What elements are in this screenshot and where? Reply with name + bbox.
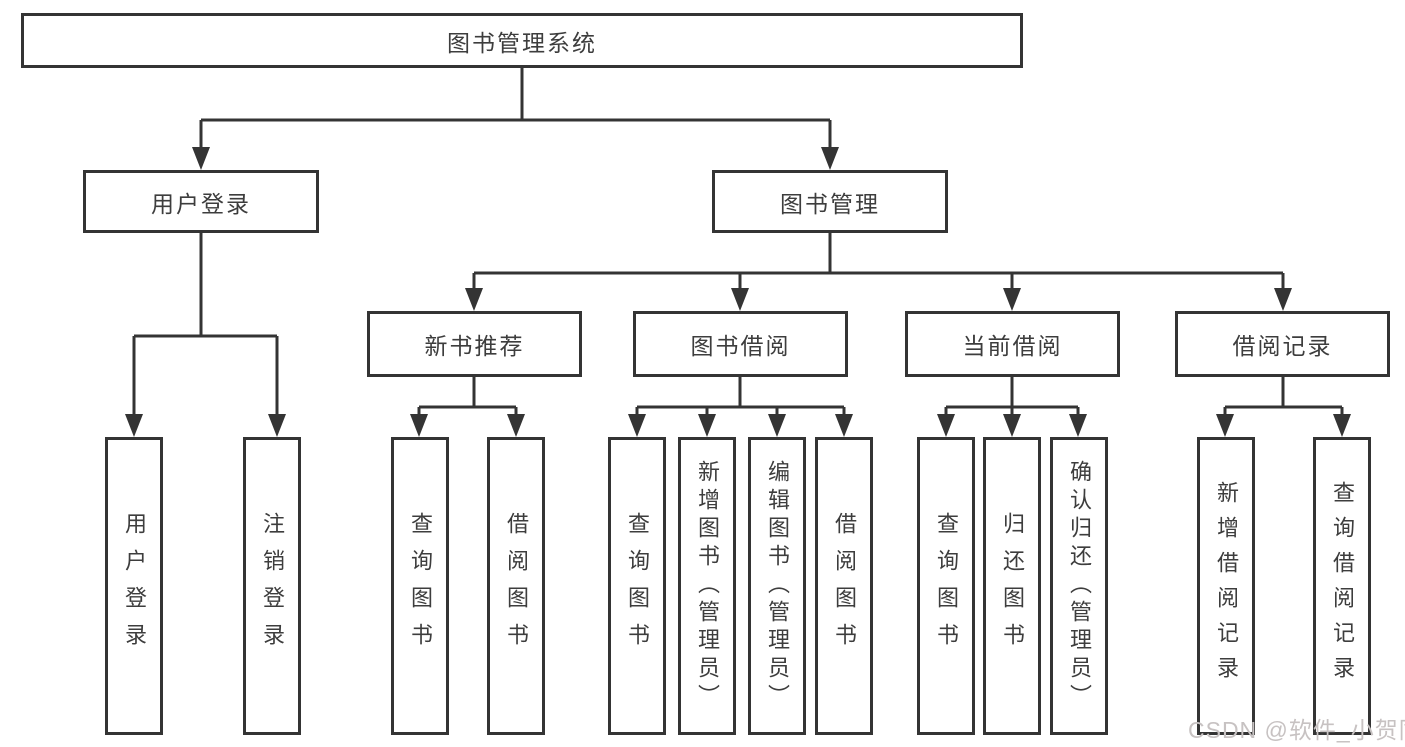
arrowheads (125, 147, 1351, 437)
node-label: 借阅记录 (1232, 333, 1333, 359)
node-book-borrow: 图书借阅 (633, 311, 848, 377)
node-label: 查询借阅记录 (1330, 481, 1355, 691)
leaf-current-query-book: 查询图书 (917, 437, 975, 735)
node-label: 查询图书 (408, 512, 433, 660)
node-label: 新书推荐 (424, 333, 525, 359)
csdn-watermark: CSDN @软件_小贺同学 (1188, 717, 1405, 743)
node-label: 用户登录 (151, 190, 251, 217)
node-label: 借阅图书 (504, 512, 529, 660)
leaf-borrow-query-book: 查询图书 (608, 437, 666, 735)
node-root-system: 图书管理系统 (21, 13, 1023, 68)
leaf-confirm-return-admin: 确认归还（管理员） (1050, 437, 1108, 735)
node-new-book-recommend: 新书推荐 (367, 311, 582, 377)
leaf-query-borrow-record: 查询借阅记录 (1313, 437, 1371, 735)
leaf-user-login: 用户登录 (105, 437, 163, 735)
node-label: 查询图书 (934, 512, 959, 660)
node-label: 新增借阅记录 (1214, 481, 1239, 691)
node-label: 借阅图书 (832, 512, 857, 660)
leaf-borrow-book: 借阅图书 (815, 437, 873, 735)
node-label: 新增图书（管理员） (695, 460, 720, 712)
leaf-add-book-admin: 新增图书（管理员） (678, 437, 736, 735)
node-book-management: 图书管理 (712, 170, 948, 233)
leaf-add-borrow-record: 新增借阅记录 (1197, 437, 1255, 735)
node-label: 用户登录 (122, 512, 147, 660)
leaf-logout: 注销登录 (243, 437, 301, 735)
leaf-edit-book-admin: 编辑图书（管理员） (748, 437, 806, 735)
node-label: 图书借阅 (690, 333, 791, 359)
node-borrow-records: 借阅记录 (1175, 311, 1390, 377)
node-user-login: 用户登录 (83, 170, 319, 233)
leaf-recommend-borrow-book: 借阅图书 (487, 437, 545, 735)
node-label: 图书管理 (780, 190, 880, 217)
leaf-return-book: 归还图书 (983, 437, 1041, 735)
node-label: 编辑图书（管理员） (765, 460, 790, 712)
node-label: 图书管理系统 (447, 29, 597, 56)
node-label: 查询图书 (625, 512, 650, 660)
node-label: 确认归还（管理员） (1067, 460, 1092, 712)
leaf-recommend-query-book: 查询图书 (391, 437, 449, 735)
node-label: 当前借阅 (962, 333, 1063, 359)
node-current-borrow: 当前借阅 (905, 311, 1120, 377)
node-label: 注销登录 (260, 512, 285, 660)
node-label: 归还图书 (1000, 512, 1025, 660)
